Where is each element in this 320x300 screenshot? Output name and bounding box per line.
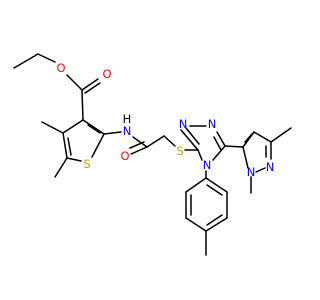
bond — [270, 127, 292, 143]
triazole-nitrogen-4: N — [203, 158, 212, 172]
bond — [206, 184, 223, 196]
bond — [163, 135, 176, 147]
bond — [84, 82, 101, 94]
bond — [206, 214, 223, 226]
thioether-sulfur: S — [176, 144, 183, 158]
bond — [103, 131, 122, 135]
bond — [66, 157, 82, 162]
thiophene-sulfur: S — [83, 157, 90, 171]
bonds — [13, 53, 292, 256]
bond — [212, 145, 226, 161]
bond — [146, 135, 165, 148]
bond — [242, 146, 249, 169]
ester-carbonyl-oxygen: O — [102, 67, 111, 81]
bond — [62, 132, 68, 159]
amide-oxygen: O — [120, 149, 129, 163]
bond — [185, 127, 200, 145]
triazole-nitrogen-2: N — [208, 117, 217, 131]
bond — [81, 89, 84, 121]
bond — [67, 137, 72, 156]
bond — [13, 53, 39, 69]
bond — [197, 149, 203, 161]
triazole-nitrogen-1: N — [179, 117, 188, 131]
amide-nitrogen: N — [123, 124, 132, 138]
bond — [185, 177, 207, 193]
pyrazole-nitrogen-1: N — [266, 160, 275, 174]
pyrazole-nitrogen-2: N — [247, 165, 256, 179]
bond — [213, 136, 222, 151]
bond — [54, 157, 68, 178]
bond — [129, 141, 145, 149]
bond — [130, 146, 148, 155]
bond — [37, 53, 56, 63]
bond — [205, 217, 228, 232]
bond — [87, 124, 101, 134]
bond — [41, 121, 64, 134]
bond — [62, 119, 84, 134]
bond — [132, 136, 148, 148]
bond — [255, 167, 266, 173]
amide-hydrogen: H — [123, 112, 132, 126]
ester-oxygen: O — [56, 61, 65, 75]
molecule-structure: O O N H S O S N N N N N — [13, 53, 292, 256]
molecule-canvas: O O N H S O S N N N N N — [13, 53, 292, 256]
bond — [82, 119, 105, 135]
bond — [180, 129, 199, 151]
bond — [244, 133, 253, 143]
bond — [91, 133, 105, 158]
atoms: O O N H S O S N N N N N — [56, 61, 274, 179]
bond — [205, 177, 228, 193]
bond — [224, 145, 244, 148]
bond — [216, 131, 226, 147]
bond — [185, 217, 207, 232]
bond — [66, 74, 83, 91]
bond — [81, 78, 99, 91]
bond — [253, 131, 272, 143]
